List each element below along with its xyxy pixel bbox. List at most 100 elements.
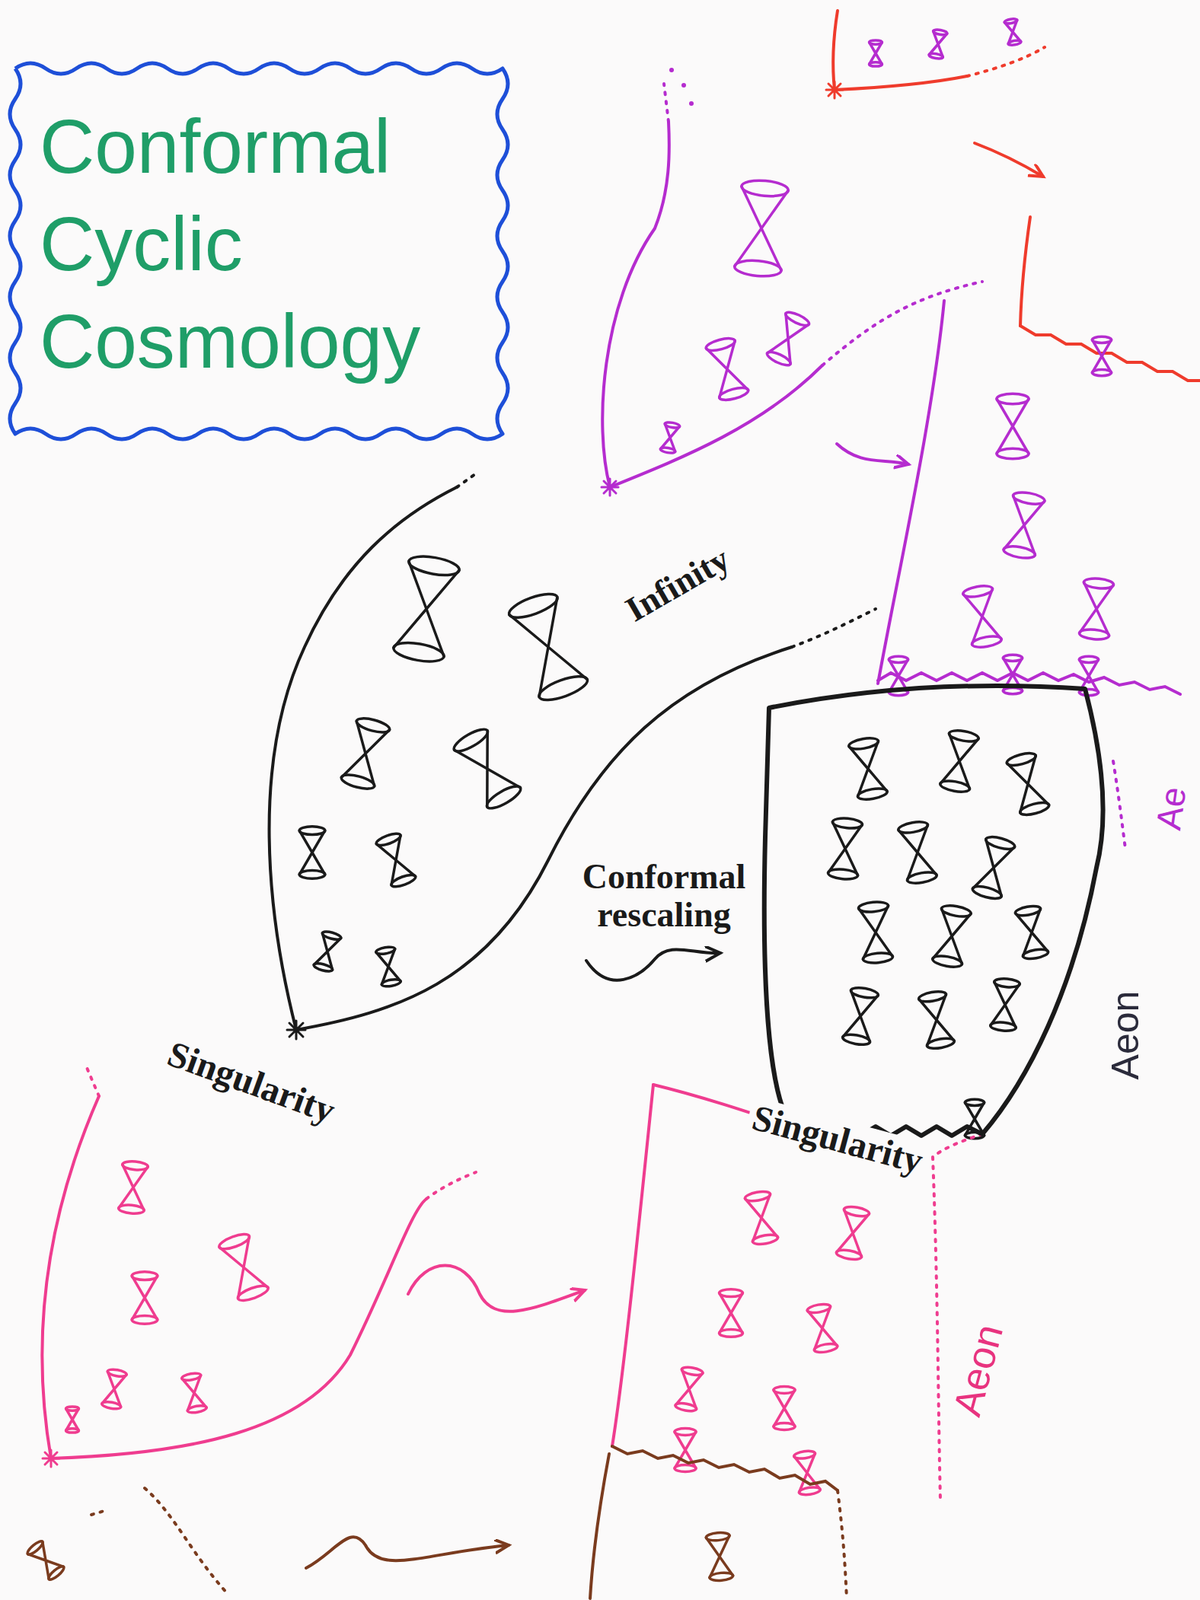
- pink-cone-region: [101, 1369, 128, 1411]
- red-cone-region: [974, 143, 1044, 177]
- singularity-label: Singularity: [743, 1096, 932, 1183]
- black-light-cones: [939, 728, 980, 794]
- aeon-label: Aeon: [1104, 991, 1147, 1081]
- pink-aeon: [793, 1450, 821, 1497]
- spacetime-region: Singularity: [129, 472, 587, 1143]
- purple-cone-region: [601, 478, 619, 496]
- black-light-cones: [1014, 904, 1050, 961]
- region-outline: [287, 1021, 306, 1040]
- red-cone-region: [826, 10, 1200, 381]
- purple-aeon: [877, 300, 945, 684]
- purple-aeon: [1113, 761, 1126, 849]
- pink-aeon: [836, 1205, 871, 1261]
- purple-cone-region: [765, 309, 811, 368]
- purple-aeon: [1091, 336, 1111, 376]
- purple-cone-region: [734, 178, 789, 278]
- pink-cone-region: [181, 1372, 208, 1415]
- black-light-cones: [858, 901, 894, 965]
- pink-cone-region: [66, 1407, 80, 1433]
- black-light-cones: [375, 831, 418, 890]
- red-cone-region: [1020, 325, 1200, 381]
- black-light-cones: [451, 725, 524, 813]
- purple-aeon: [962, 584, 1003, 649]
- pink-aeon: [612, 1085, 983, 1500]
- black-light-cones: [312, 930, 342, 974]
- purple-aeon: [877, 300, 1181, 849]
- purple-aeon: [996, 393, 1029, 460]
- red-cone-region: [928, 28, 948, 60]
- black-light-cones: [299, 553, 1050, 1140]
- brown-aeon: [837, 1490, 847, 1599]
- black-light-cones: [375, 946, 402, 989]
- pink-aeon: [806, 1302, 838, 1354]
- black-light-cones: [392, 553, 461, 665]
- region-outline: [764, 686, 1104, 1137]
- region-outline: [456, 472, 479, 488]
- region-shape: [764, 686, 1104, 1137]
- purple-cone-region: [669, 67, 674, 73]
- brown-aeon: [590, 1454, 610, 1599]
- pink-aeon: [719, 1289, 744, 1338]
- brown-aeon: [91, 1510, 107, 1516]
- red-cone-region: [1020, 217, 1031, 326]
- black-light-cones: [506, 589, 591, 706]
- region-outline: [269, 487, 457, 1031]
- purple-aeon: [1078, 577, 1114, 642]
- brown-aeon: [306, 1537, 509, 1569]
- aeon-label: Aeon: [945, 1320, 1012, 1421]
- pink-cone-region: [51, 1199, 427, 1459]
- connector-label: Conformal rescaling: [572, 858, 756, 936]
- brown-aeon: [612, 1446, 838, 1491]
- red-cone-region: [967, 47, 1045, 77]
- purple-cone-region: [602, 121, 670, 488]
- brown-aeon: [25, 1539, 66, 1582]
- black-light-cones: [340, 715, 392, 792]
- pink-cone-region: [42, 1450, 60, 1468]
- brown-aeon: [144, 1488, 229, 1596]
- rescaling-arrow: [586, 949, 721, 980]
- black-light-cones: [971, 834, 1017, 901]
- pink-aeon: [674, 1366, 703, 1414]
- red-cone-region: [1004, 18, 1022, 47]
- purple-cone-region: [663, 83, 669, 122]
- pink-aeon: [932, 1157, 941, 1500]
- purple-aeon: [1002, 490, 1046, 560]
- pink-cone-region: [41, 1096, 99, 1459]
- purple-cone-region: [681, 82, 687, 88]
- black-light-cones: [931, 903, 972, 969]
- red-cone-region: [834, 76, 968, 90]
- title-frame: [9, 63, 508, 440]
- purple-cone-region: [705, 335, 750, 403]
- pink-aeon: [932, 1134, 983, 1158]
- purple-cone-region: [609, 365, 823, 488]
- purple-cone-region: [660, 421, 680, 455]
- pink-aeon: [612, 1085, 654, 1447]
- title-frame: [9, 63, 508, 440]
- pink-cone-region: [426, 1172, 476, 1200]
- infinity-label: Infinity: [619, 539, 737, 630]
- title-text: Conformal Cyclic Cosmology: [39, 97, 482, 390]
- red-cone-region: [869, 40, 883, 67]
- region-outline: [296, 647, 792, 1031]
- red-cone-region: [826, 81, 843, 99]
- pink-cone-region: [131, 1272, 158, 1325]
- black-light-cones: [918, 989, 956, 1050]
- pink-aeon: [744, 1190, 779, 1246]
- brown-aeon: [705, 1531, 734, 1582]
- black-light-cones: [842, 986, 880, 1047]
- spacetime-region: Singularity Aeon: [723, 670, 1158, 1188]
- pink-aeon: [773, 1387, 795, 1431]
- singularity-label: Singularity: [158, 1032, 345, 1133]
- purple-cone-region: [822, 281, 983, 366]
- purple-aeon: [877, 673, 1181, 695]
- aeon-label: Ae: [1148, 785, 1194, 833]
- region-outline: [791, 609, 876, 648]
- region-shape: [269, 472, 876, 1040]
- purple-cone-region: [689, 101, 694, 106]
- pink-aeon: [674, 1429, 696, 1473]
- red-cone-region: [832, 10, 838, 90]
- brown-aeon: [25, 1446, 847, 1599]
- pink-cone-region: [85, 1064, 99, 1097]
- black-light-cones: [897, 820, 938, 885]
- black-light-cones: [848, 736, 888, 802]
